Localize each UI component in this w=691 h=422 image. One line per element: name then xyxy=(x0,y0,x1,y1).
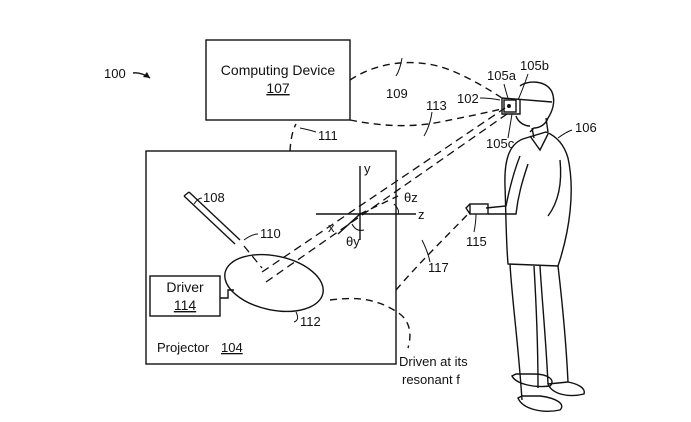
note-line-1: Driven at its xyxy=(399,354,468,369)
scan-beam-lower xyxy=(266,114,507,282)
link-109-leader xyxy=(396,58,402,76)
driver-box: Driver 114 xyxy=(150,276,234,316)
sensor-c-label: 105c xyxy=(486,136,515,151)
sensor-b-leader xyxy=(518,74,528,100)
axis-z-label: z xyxy=(418,207,425,222)
controller-ref-label: 115 xyxy=(466,234,487,249)
computing-device-box: Computing Device 107 xyxy=(206,40,350,120)
link-111-label: 111 xyxy=(318,128,338,143)
mirror-ref-leader xyxy=(294,312,298,322)
link-109-label: 109 xyxy=(386,86,408,101)
link-projector-controller xyxy=(396,212,470,290)
beam-ref-label: 110 xyxy=(260,226,281,241)
note-leader xyxy=(330,299,410,348)
input-beam xyxy=(244,246,262,268)
figure-ref-arrow xyxy=(133,72,150,78)
projector-ref: 104 xyxy=(221,340,243,355)
resonant-mirror xyxy=(219,246,328,320)
axis-x-label: x xyxy=(328,220,335,235)
theta-y-label: θy xyxy=(346,234,360,249)
laser-ref-label: 108 xyxy=(203,190,225,205)
projector-label: Projector xyxy=(157,340,210,355)
sensor-c-leader xyxy=(508,114,512,138)
axis-y-label: y xyxy=(364,161,371,176)
link-117-label: 117 xyxy=(428,260,449,275)
person-ref-label: 106 xyxy=(575,120,597,135)
mirror-ref-label: 112 xyxy=(300,314,321,329)
headset-ref-leader xyxy=(480,98,500,100)
sensor-a-leader xyxy=(504,84,508,98)
computing-device-ref: 107 xyxy=(266,80,290,96)
projector-box: Projector 104 xyxy=(146,151,396,364)
link-113-label: 113 xyxy=(426,98,447,113)
link-111-leader xyxy=(300,128,316,132)
driver-label: Driver xyxy=(166,279,204,295)
theta-z-label: θz xyxy=(404,190,418,205)
link-117-leader xyxy=(422,240,430,262)
headset-ref-label: 102 xyxy=(457,91,479,106)
person-ref-leader xyxy=(558,130,572,138)
computing-device-label: Computing Device xyxy=(221,62,336,78)
controller-ref-leader xyxy=(474,214,476,232)
driver-ref: 114 xyxy=(174,297,197,313)
link-device-headset xyxy=(350,63,505,100)
sensor-b-label: 105b xyxy=(520,58,549,73)
figure-ref-label: 100 xyxy=(104,66,126,81)
note-line-2: resonant f xyxy=(402,372,460,387)
link-device-projector xyxy=(290,124,296,151)
beam-ref-leader xyxy=(244,234,258,240)
sensor-a-label: 105a xyxy=(487,68,517,83)
